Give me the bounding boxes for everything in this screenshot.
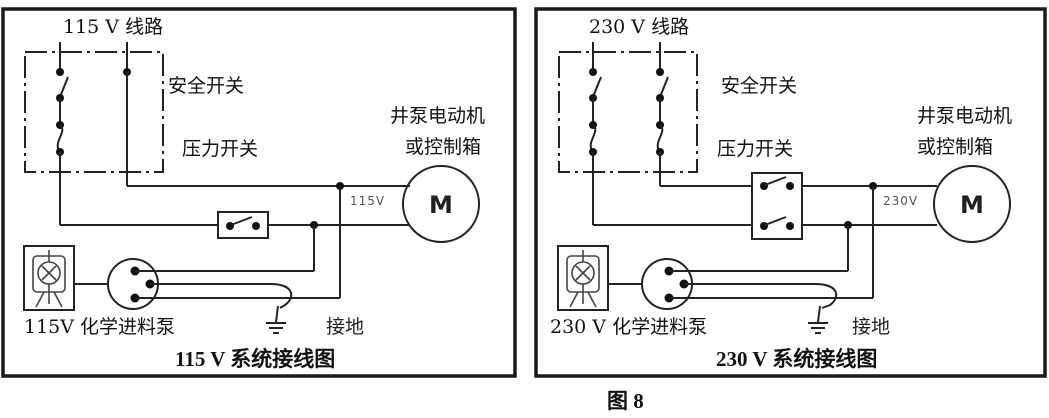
pressure-switch	[217, 211, 269, 239]
chemical-feed-pump-icon	[557, 245, 609, 311]
safety-switch-hot-leg	[56, 42, 69, 225]
motor-symbol: M	[960, 191, 984, 219]
feed-pump-label: 115V 化学进料泵	[24, 316, 175, 338]
figure-caption: 图 8	[607, 389, 644, 413]
diagram-115v: 115 V 线路 安全开关 压力开关 井泵电动机 或控制箱	[1, 7, 517, 378]
ground-icon	[808, 305, 828, 334]
diagram-title: 115 V 系统接线图	[175, 347, 335, 371]
motor-label-line2: 或控制箱	[917, 136, 993, 158]
motor-label-line2: 或控制箱	[405, 136, 481, 158]
diagram-title: 230 V 系统接线图	[716, 347, 877, 371]
safety-switch-leg-l2	[656, 42, 669, 186]
line-label: 115 V 线路	[63, 16, 163, 38]
ground-label: 接地	[852, 316, 890, 338]
safety-switch-box	[558, 51, 698, 173]
pressure-switch-label: 压力开关	[717, 138, 793, 160]
motor-voltage: 115V	[350, 194, 385, 208]
ground-label: 接地	[326, 316, 364, 338]
line-label: 230 V 线路	[589, 16, 689, 38]
motor-icon: M	[402, 165, 480, 243]
motor-voltage: 230V	[883, 194, 918, 208]
motor-symbol: M	[429, 191, 453, 219]
pressure-switch-label: 压力开关	[182, 138, 258, 160]
ground-icon	[266, 305, 286, 334]
safety-switch-leg-l1	[589, 42, 602, 225]
pressure-switch	[751, 172, 803, 240]
safety-switch-label: 安全开关	[721, 75, 797, 97]
diagram-230v: 230 V 线路 安全开关 压力开关 井泵电动	[534, 7, 1047, 378]
motor-label-line1: 井泵电动机	[390, 105, 485, 127]
motor-label-line1: 井泵电动机	[917, 105, 1012, 127]
safety-switch-box	[24, 51, 164, 173]
diagram-frame	[1, 7, 517, 378]
chemical-feed-pump-icon	[23, 245, 75, 311]
diagram-frame	[534, 7, 1047, 378]
feed-pump-label: 230 V 化学进料泵	[550, 316, 707, 338]
safety-switch-neutral-leg	[123, 42, 131, 186]
motor-icon: M	[933, 165, 1011, 243]
safety-switch-label: 安全开关	[168, 75, 244, 97]
